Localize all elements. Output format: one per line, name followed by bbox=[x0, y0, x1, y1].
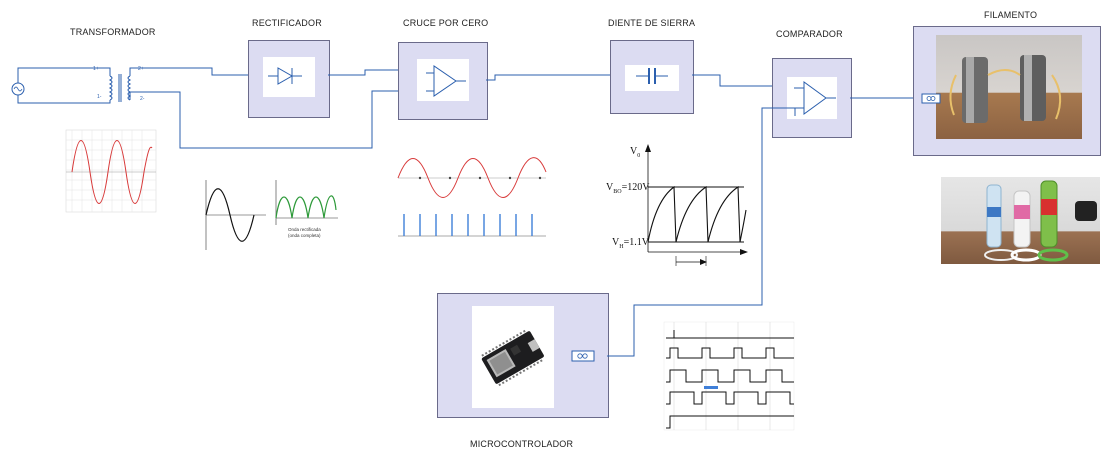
label-rectificador: RECTIFICADOR bbox=[252, 18, 322, 28]
pin-1p: 1+ bbox=[93, 66, 99, 72]
bottles-photo bbox=[941, 177, 1100, 264]
sawtooth-vh-label: VH=1.1V bbox=[612, 237, 650, 250]
diode-icon bbox=[268, 67, 302, 85]
filamento-photo-art bbox=[949, 55, 1062, 123]
diente-de-sierra-block bbox=[610, 40, 694, 114]
label-diente-de-sierra: DIENTE DE SIERRA bbox=[608, 18, 696, 28]
rectificador-block bbox=[248, 40, 330, 118]
pwm-plot bbox=[663, 321, 795, 431]
pin-2p: 2+ bbox=[138, 66, 144, 72]
zero-cross-opamp-icon bbox=[426, 65, 466, 97]
rectified-caption-1: Onda rectificada bbox=[288, 227, 321, 232]
filamento-photo bbox=[936, 35, 1082, 139]
transformer-symbol bbox=[108, 74, 132, 102]
label-transformador: TRANSFORMADOR bbox=[70, 27, 156, 37]
board-art bbox=[481, 328, 545, 387]
cruce-por-cero-block bbox=[398, 42, 488, 120]
pin-2m: 2- bbox=[140, 96, 145, 102]
filamento-connector-icon bbox=[921, 93, 941, 104]
label-microcontrolador: MICROCONTROLADOR bbox=[470, 439, 574, 449]
comparator-opamp-icon bbox=[794, 81, 836, 115]
sawtooth-vbo-label: VBO=120V bbox=[606, 182, 650, 195]
bottles-photo-art bbox=[984, 180, 1097, 262]
pin-1m: 1- bbox=[97, 94, 102, 100]
capacitor-icon bbox=[636, 68, 668, 84]
label-cruce-por-cero: CRUCE POR CERO bbox=[403, 18, 489, 28]
rectified-wave-plot bbox=[205, 180, 338, 250]
microcontroller-board-photo bbox=[475, 319, 549, 397]
sine-grid-plot bbox=[65, 129, 157, 213]
cruce-inner bbox=[417, 59, 469, 101]
label-filamento: FILAMENTO bbox=[984, 10, 1038, 20]
label-comparador: COMPARADOR bbox=[776, 29, 843, 39]
rectified-caption-2: (onda completa) bbox=[288, 233, 321, 238]
rectificador-inner bbox=[263, 57, 315, 97]
micro-connector-icon bbox=[571, 350, 595, 362]
zero-cross-plot bbox=[397, 157, 547, 237]
ac-source-wave bbox=[13, 86, 23, 92]
sawtooth-plot bbox=[600, 140, 748, 266]
diente-inner bbox=[625, 65, 679, 91]
sawtooth-v0-label: V0 bbox=[630, 146, 640, 159]
comparador-block bbox=[772, 58, 852, 138]
